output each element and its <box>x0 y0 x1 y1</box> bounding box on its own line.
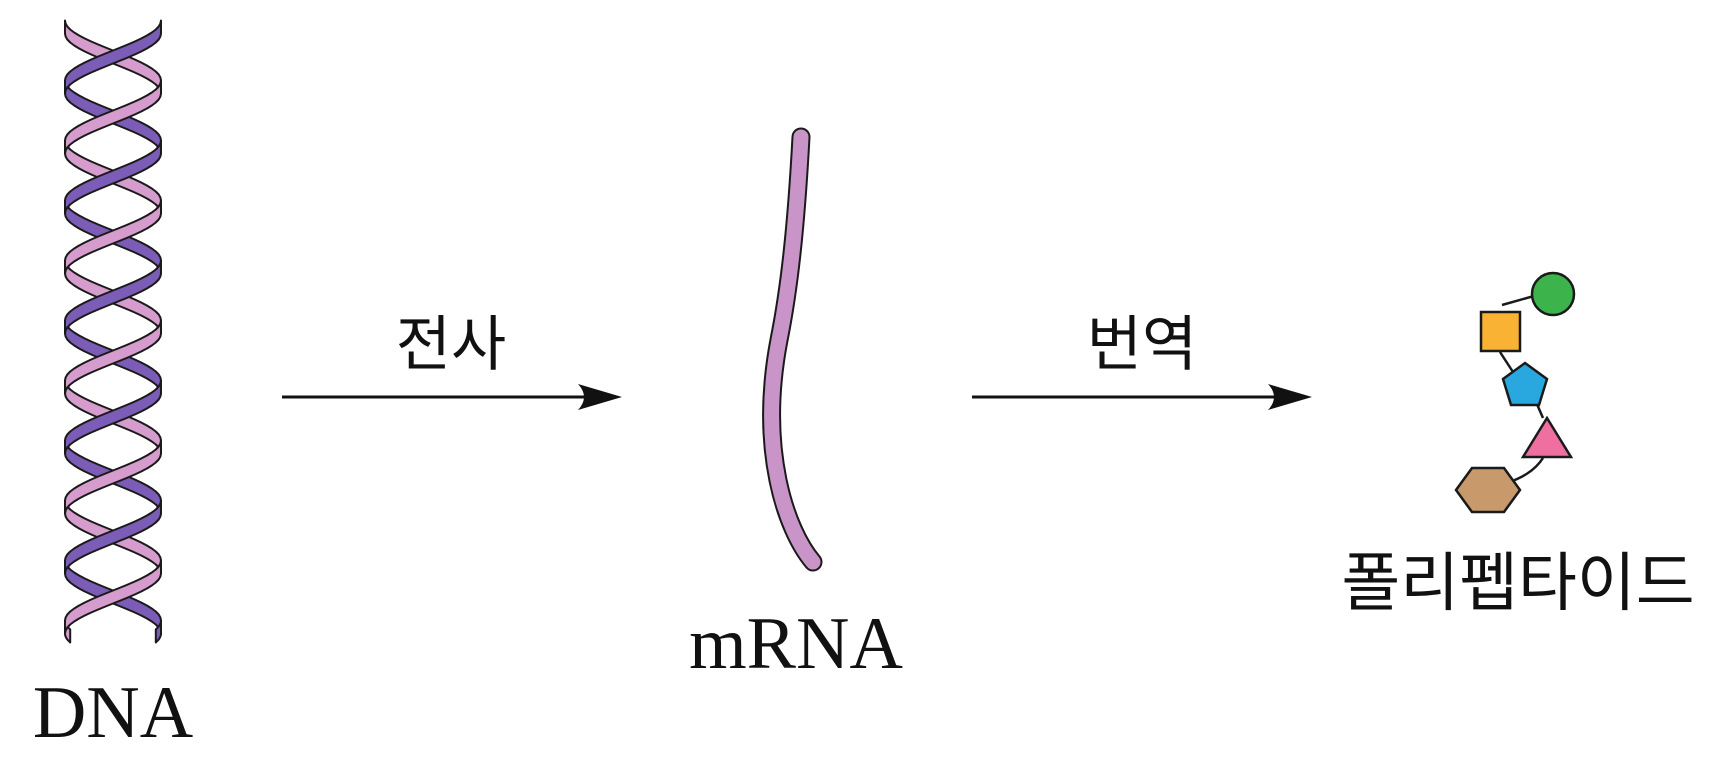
polypeptide-chain-icon <box>1454 271 1576 514</box>
triangle-residue-icon <box>1520 415 1574 459</box>
dna-strand-segment <box>64 379 162 455</box>
pentagon-residue-icon <box>1501 361 1549 407</box>
transcription-arrow <box>282 384 622 410</box>
mrna-strand-icon <box>762 127 823 572</box>
dna-strand-segment <box>64 259 162 335</box>
dna-strand-segment <box>64 499 162 575</box>
dna-strand-segment <box>64 559 162 635</box>
polypeptide-label: 폴리펩타이드 <box>1341 547 1694 621</box>
translation-arrow <box>972 384 1312 410</box>
square-residue-icon <box>1479 310 1522 353</box>
hexagon-residue-icon <box>1454 466 1522 514</box>
dna-helix-icon <box>64 19 162 644</box>
dna-strand-segment <box>64 139 162 215</box>
transcription-label: 전사 <box>396 310 506 380</box>
dna-strand-segment <box>64 19 162 95</box>
dna-strand-segment <box>64 79 162 155</box>
dna-strand-segment <box>154 619 162 644</box>
mrna-label: mRNA <box>689 603 903 685</box>
circle-residue-icon <box>1530 271 1576 317</box>
translation-label: 번역 <box>1087 310 1197 380</box>
dna-label: DNA <box>33 672 193 754</box>
dna-strand-segment <box>64 439 162 515</box>
dna-strand-segment <box>64 199 162 275</box>
dna-strand-segment <box>64 319 162 395</box>
